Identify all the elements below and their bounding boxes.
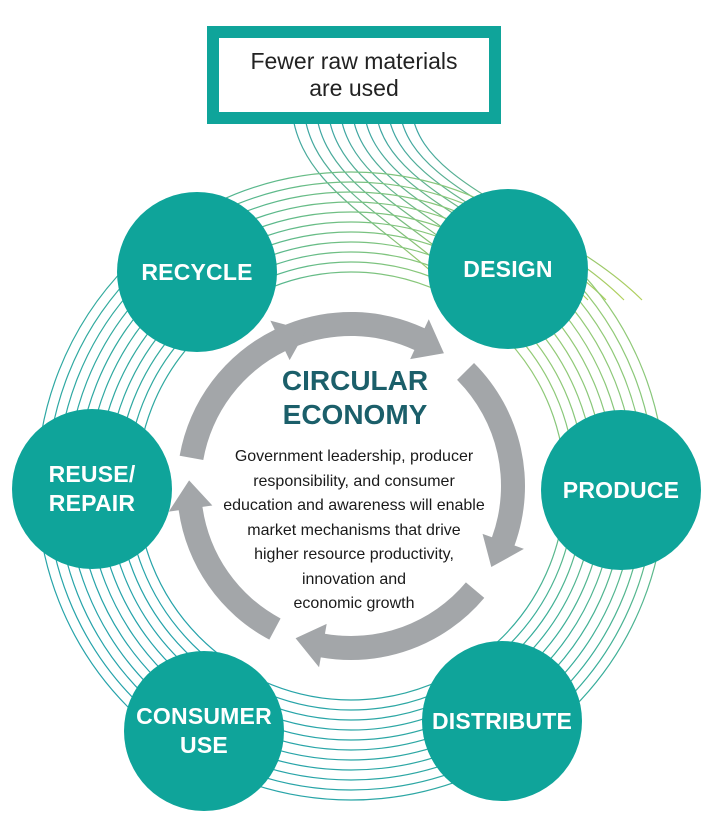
raw-materials-box: Fewer raw materials are used xyxy=(207,26,501,124)
circular-economy-title: CIRCULAR ECONOMY xyxy=(281,365,429,430)
cycle-arrow xyxy=(168,480,281,640)
reuse-repair-stage: REUSE/ REPAIR xyxy=(12,409,172,569)
cycle-arrow xyxy=(295,582,485,668)
design-label: DESIGN xyxy=(463,255,553,282)
consumer-use-stage: CONSUMER USE xyxy=(124,651,284,811)
recycle-stage: RECYCLE xyxy=(117,192,277,352)
center-disc xyxy=(161,296,541,676)
distribute-stage: DISTRIBUTE xyxy=(422,641,582,801)
circular-economy-description: Government leadership, producer responsi… xyxy=(223,448,485,612)
cycle-arrow xyxy=(179,320,307,460)
reuse-repair-label: REUSE/ REPAIR xyxy=(48,461,136,516)
cycle-arrow xyxy=(285,312,444,360)
design-stage: DESIGN xyxy=(428,189,588,349)
cycle-arrows xyxy=(168,312,525,668)
recycle-label: RECYCLE xyxy=(141,258,253,285)
raw-materials-text: Fewer raw materials are used xyxy=(250,48,458,101)
consumer-use-label: CONSUMER USE xyxy=(136,703,272,758)
produce-stage: PRODUCE xyxy=(541,410,701,570)
distribute-label: DISTRIBUTE xyxy=(432,707,572,734)
cycle-arrow xyxy=(457,362,525,567)
produce-label: PRODUCE xyxy=(562,476,680,503)
